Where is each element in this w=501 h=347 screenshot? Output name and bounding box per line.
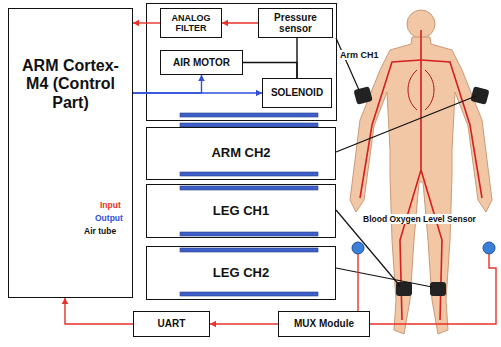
arrowhead: [222, 20, 228, 27]
legend-text: Input: [100, 200, 121, 210]
legend-text: Output: [95, 213, 123, 223]
controller-box: ARM Cortex-M4 (Control Part): [8, 8, 133, 298]
box-label: ANALOG FILTER: [164, 13, 218, 34]
box-label: Pressure sensor: [262, 12, 329, 35]
legend-entry: Input: [100, 200, 121, 210]
connector-line: [243, 63, 297, 79]
box-label: AIR MOTOR: [173, 57, 230, 69]
connector: [133, 75, 205, 93]
box-label: LEG CH1: [213, 204, 269, 219]
arrowhead: [133, 20, 139, 27]
channel-bars: [180, 113, 318, 296]
motor-box: AIR MOTOR: [160, 50, 243, 75]
box-label: LEG CH2: [213, 266, 269, 281]
connector: [210, 321, 278, 328]
box-label: ARM CH2: [211, 146, 270, 161]
mux-box: MUX Module: [278, 311, 370, 337]
callout-label: Blood Oxygen Level Sensor: [362, 214, 477, 224]
sensor-box: Pressure sensor: [258, 8, 333, 38]
oxygen-sensor: [352, 242, 495, 254]
legend-entry: Output: [95, 213, 123, 223]
channel-box: LEG CH1: [146, 184, 336, 238]
connector: [243, 63, 297, 79]
arrowhead: [198, 75, 205, 81]
legend-text: Air tube: [84, 226, 116, 236]
legend-entry: Air tube: [84, 226, 116, 236]
connector: [222, 20, 258, 27]
connector: [297, 38, 298, 78]
connector: [62, 298, 133, 324]
connector-line: [133, 75, 202, 93]
connector: [133, 20, 160, 27]
box-label: SOLENOID: [271, 87, 323, 99]
connector-line: [133, 92, 262, 93]
channel-box: LEG CH2: [146, 246, 336, 300]
channel-box: ARM CH2: [146, 127, 336, 180]
arrowhead: [210, 321, 216, 328]
connector-line: [65, 298, 133, 324]
connector: [133, 90, 262, 97]
air-tube: [336, 38, 476, 287]
solenoid-box: SOLENOID: [262, 78, 332, 108]
connector-line: [210, 323, 278, 324]
uart-box: UART: [133, 311, 210, 337]
sensor-wire: [358, 254, 496, 324]
box-label: ARM Cortex-M4 (Control Part): [12, 57, 129, 112]
channel-housing: [147, 4, 337, 121]
connector-line: [296, 38, 297, 78]
box-label: MUX Module: [294, 318, 354, 330]
callout-label: Arm CH1: [339, 50, 380, 60]
arrowhead: [62, 298, 69, 304]
box-label: UART: [158, 318, 186, 330]
filter-box: ANALOG FILTER: [160, 8, 222, 38]
